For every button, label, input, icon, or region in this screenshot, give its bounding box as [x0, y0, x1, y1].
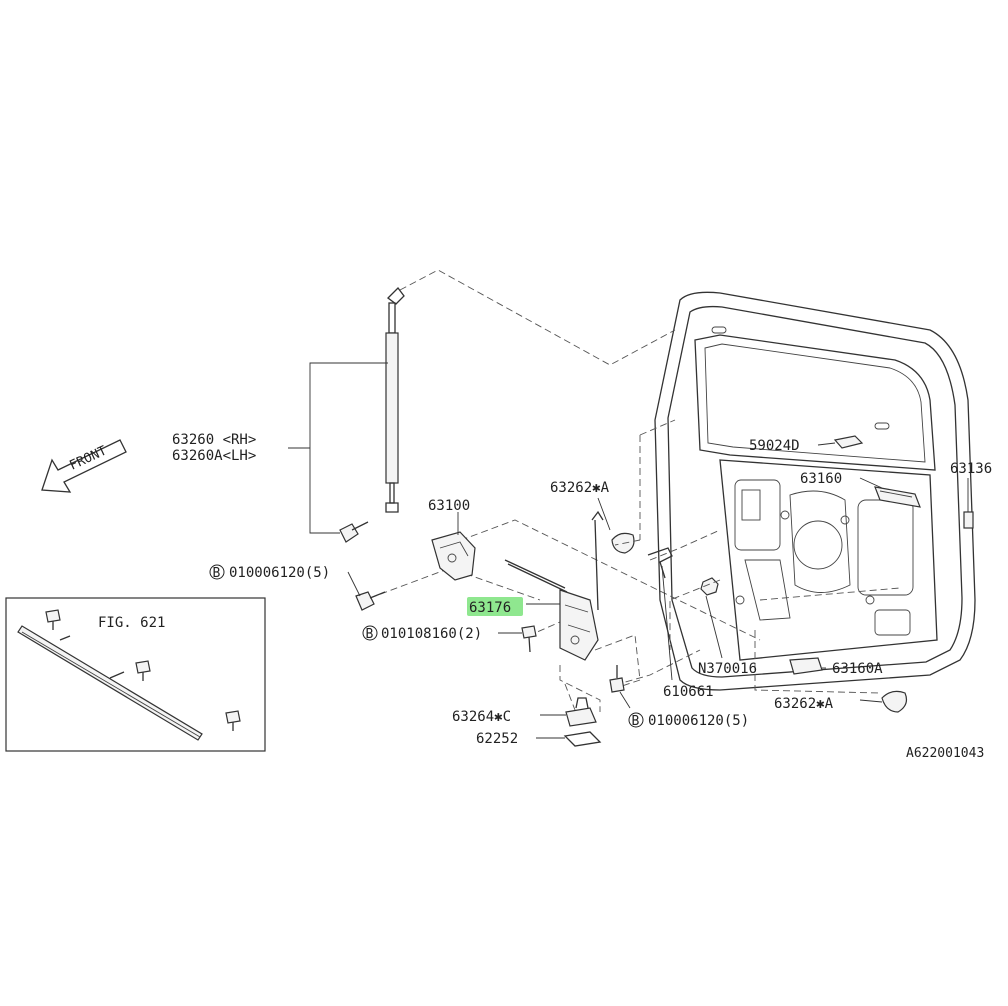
latch-assembly [498, 510, 631, 709]
circle-b-icon: B [362, 625, 378, 642]
circle-b-icon: B [628, 712, 644, 729]
svg-text:B: B [366, 627, 374, 642]
label-handle-top: 63160 [800, 471, 842, 487]
label-strut-rh: 63260 <RH> [172, 432, 256, 448]
circle-b-icon: B [209, 564, 225, 581]
striker [536, 697, 602, 747]
label-shim: 62252 [476, 731, 518, 747]
label-bumper-top: 63262✱A [550, 480, 610, 496]
liftgate-panel [611, 291, 976, 713]
label-bracket: 59024D [749, 438, 800, 454]
hinge [347, 512, 476, 611]
label-strut-lh: 63260A<LH> [172, 448, 256, 464]
label-bolt-c: 010006120(5) [648, 713, 749, 729]
label-bolt-b: 010108160(2) [381, 626, 482, 642]
label-striker: 63264✱C [452, 709, 511, 725]
part-labels: 63260 <RH> 63260A<LH> FRONT 63100 B 0100… [67, 432, 992, 761]
label-clip: 610661 [663, 684, 714, 700]
label-bolt-a: 010006120(5) [229, 565, 330, 581]
label-fig-ref: FIG. 621 [98, 615, 165, 631]
svg-text:B: B [632, 714, 640, 729]
label-bumper-bottom: 63262✱A [774, 696, 834, 712]
leader-lines [597, 442, 969, 703]
label-latch: 63176 [469, 600, 511, 616]
label-nut: N370016 [698, 661, 757, 677]
label-front: FRONT [67, 443, 109, 473]
front-arrow-icon [41, 439, 127, 493]
highlight-63176 [467, 597, 523, 616]
label-diagram-id: A622001043 [906, 746, 984, 761]
label-plate: 63136 [950, 461, 992, 477]
svg-text:B: B [213, 566, 221, 581]
fig-621-inset [5, 597, 266, 752]
gas-strut [288, 287, 405, 543]
label-handle-bottom: 63160A [832, 661, 883, 677]
label-hinge: 63100 [428, 498, 470, 514]
